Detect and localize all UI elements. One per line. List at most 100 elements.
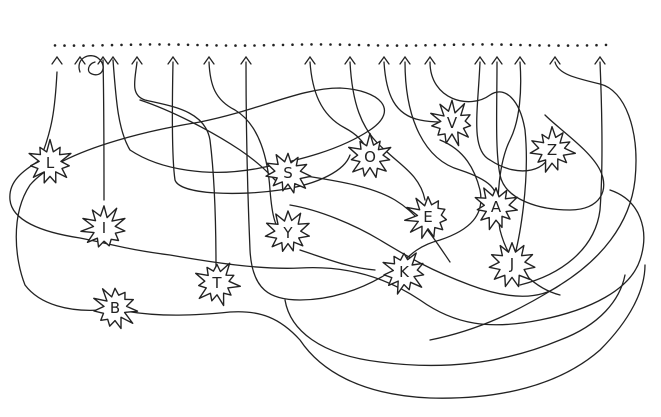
arrowhead [203, 55, 215, 65]
top-dot [253, 44, 256, 47]
top-dot [101, 44, 104, 47]
top-dot [224, 44, 228, 47]
top-dot [519, 43, 522, 47]
top-dot [300, 43, 304, 46]
arrowhead [51, 55, 63, 65]
top-dot [186, 43, 190, 47]
top-dot [205, 43, 209, 47]
curve-I-loop [78, 55, 104, 76]
curve-K [245, 61, 386, 301]
top-dot [91, 44, 95, 47]
curve-right-1 [495, 61, 605, 211]
top-dot [262, 44, 266, 47]
top-dot [566, 44, 570, 47]
top-dot [291, 43, 294, 46]
curve-right-3 [429, 61, 637, 341]
star-label: Z [547, 141, 557, 159]
star-label: K [399, 263, 410, 281]
top-dot [452, 43, 456, 46]
star-shape [382, 252, 425, 295]
top-dot [604, 43, 608, 47]
top-dot [72, 44, 76, 47]
arrowhead [491, 55, 503, 65]
top-dot [177, 43, 180, 46]
star-label: I [102, 219, 106, 237]
star-node-j: J [488, 242, 536, 288]
curve-A [404, 61, 497, 206]
curve-right-4 [519, 61, 603, 286]
arrowhead [131, 55, 143, 65]
top-dot [167, 43, 171, 46]
top-dot [538, 44, 541, 47]
star-node-v: V [430, 99, 472, 147]
top-dot [272, 43, 275, 47]
star-label: V [447, 114, 458, 132]
arrowhead [344, 55, 356, 65]
top-dot [215, 44, 218, 47]
top-dot [595, 43, 598, 47]
star-shape [474, 187, 518, 231]
top-dot [443, 43, 446, 47]
star-node-i: I [80, 205, 126, 248]
curve-bottom-2 [284, 274, 626, 367]
arrowhead [74, 55, 86, 65]
star-node-k: K [382, 252, 425, 295]
top-dot [310, 43, 313, 46]
top-dot [357, 43, 361, 47]
top-dot [63, 44, 66, 47]
top-dot [481, 43, 484, 46]
arrowhead [424, 55, 436, 65]
curve-Y [208, 61, 286, 236]
curve-middle-3 [139, 99, 276, 181]
top-dot [158, 43, 161, 46]
star-label: A [491, 198, 502, 216]
star-node-s: S [265, 152, 312, 194]
star-label: B [110, 299, 120, 317]
star-shape [404, 196, 448, 239]
top-dot [53, 44, 57, 47]
top-dot [329, 43, 332, 46]
curve-middle-5 [404, 139, 482, 261]
arrowhead-layer [51, 55, 606, 65]
curve-E [349, 61, 426, 201]
dotted-top-line [53, 43, 608, 47]
star-shape [430, 99, 472, 147]
star-shape [195, 262, 241, 307]
top-dot [585, 44, 589, 47]
star-label: S [283, 164, 293, 182]
top-dot [281, 43, 285, 47]
top-dot [490, 43, 494, 46]
top-dot [471, 43, 475, 46]
top-dot [576, 44, 579, 47]
star-shape [265, 152, 312, 194]
curve-bottom-1 [119, 264, 646, 399]
star-label: Y [282, 224, 293, 242]
top-dot [196, 43, 199, 47]
top-dot [557, 44, 560, 47]
star-node-e: E [404, 196, 448, 239]
top-dot [547, 44, 551, 47]
curve-O [309, 61, 368, 151]
top-dot [500, 43, 503, 46]
top-dot [243, 44, 247, 47]
arrowhead [107, 55, 119, 65]
top-dot [148, 43, 152, 46]
top-dot [376, 44, 380, 47]
curve-S [171, 61, 351, 195]
star-node-b: B [93, 287, 139, 330]
arrowhead [399, 55, 411, 65]
top-dot [139, 43, 142, 46]
top-dot [509, 43, 513, 46]
top-dot [395, 44, 399, 47]
star-node-a: A [474, 187, 518, 231]
top-dot [462, 43, 465, 46]
star-node-l: L [28, 138, 72, 184]
top-dot [528, 43, 532, 47]
star-shape [529, 126, 576, 173]
top-dot [120, 43, 123, 47]
star-node-o: O [348, 132, 392, 179]
curve-L [9, 71, 645, 326]
arrowhead [304, 55, 316, 65]
